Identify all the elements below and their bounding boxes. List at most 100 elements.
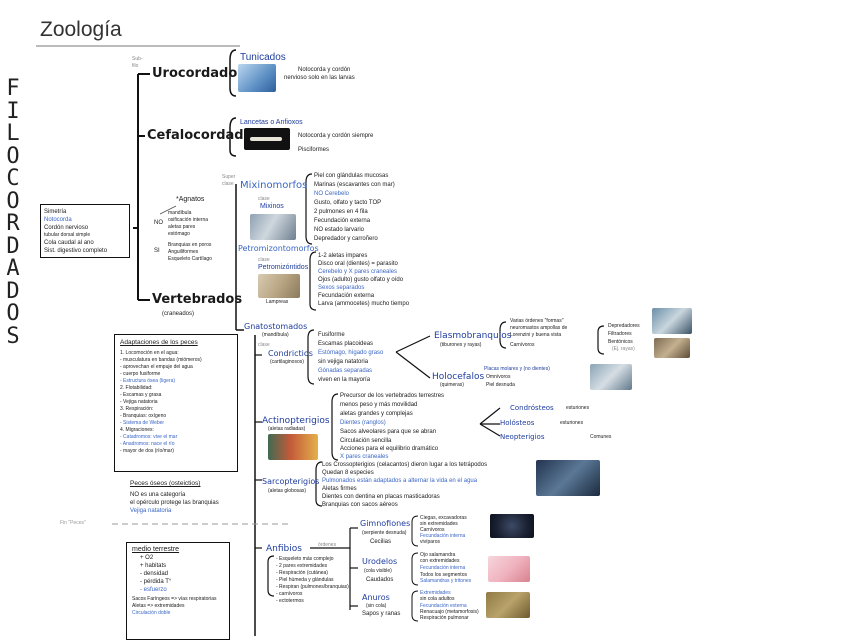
mixinomorfos-note-2: Marinas (escavantes con mar) xyxy=(314,182,395,188)
uro-note-2: con extremidades xyxy=(420,558,460,564)
sarcopterigios-title: Sarcopterigios xyxy=(262,477,320,486)
actinopterigio-photo xyxy=(268,434,318,460)
condrictios-note-6: viven en la mayoría xyxy=(318,377,371,383)
actino-order-note-1: esturiones xyxy=(566,405,590,411)
gnatostomados-title: Gnatostomados xyxy=(244,322,308,331)
adaptaciones-title: Adaptaciones de los peces xyxy=(120,339,198,346)
lancetas-label: Lancetas o Anfioxos xyxy=(240,119,303,126)
adapt-item-15: - mayor de dos (río/mar) xyxy=(120,448,174,454)
adapt-item-8: - Vejiga natatoria xyxy=(120,399,158,405)
condrictios-note-5: Gónadas separadas xyxy=(318,368,373,374)
condrictios-title: Condrictios xyxy=(268,349,313,358)
shark-photo xyxy=(652,308,692,334)
elasmo-extra-3: Bentónicos xyxy=(608,339,633,345)
sarco-note-4: Aletas firmes xyxy=(322,486,357,492)
uro-note-5: Salamandras y tritones xyxy=(420,578,472,584)
side-label: FILO CORDADOS xyxy=(6,76,20,349)
holocefalos-note-1: Placas molares y (no dientes) xyxy=(484,366,550,372)
gimnofiones-alt: Cecilias xyxy=(370,539,392,545)
anu-note-5: Respiración pulmonar xyxy=(420,615,469,621)
mixinomorfos-note-1: Piel con glándulas mucosas xyxy=(314,173,389,179)
no-list-2: osificación interna xyxy=(168,217,209,223)
actino-note-2: menos peso y más movilidad xyxy=(340,402,418,408)
char-3: Cordón nervioso xyxy=(44,225,89,231)
adapt-item-11: - Sistema de Weber xyxy=(120,420,165,426)
characteristics-box: Simetría Notocorda Cordón nervioso tubul… xyxy=(40,204,130,258)
mixinomorfos-note-5: 2 pulmones en 4 fila xyxy=(314,209,368,215)
adapt-item-6: 2. Flotabilidad: xyxy=(120,385,153,391)
char-1: Simetría xyxy=(44,209,67,215)
anfibios-title: Anfibios xyxy=(266,544,302,554)
uro-note-3: Fecundación interna xyxy=(420,565,466,571)
gnatostomados-sub: (mandíbula) xyxy=(262,332,289,338)
actino-order-3: Neopterigios xyxy=(500,433,545,441)
medio-terrestre-box: medio terrestre + O2 + habitats - densid… xyxy=(126,542,230,640)
anfibios-note-2: - 2 pares extremidades xyxy=(276,563,328,569)
anfibios-note-4: - Piel húmeda y glándulas xyxy=(276,577,334,583)
gimno-note-1: Ciegas, excavadoras xyxy=(420,515,467,521)
anfibios-note-6: - carnívoros xyxy=(276,591,303,597)
uro-note-4: Todos los segmentos xyxy=(420,572,467,578)
urodelos-title: Urodelos xyxy=(362,557,398,566)
holocefalos-title: Holocefalos xyxy=(432,372,485,382)
urodelos-sub: (cola visible) xyxy=(364,568,392,574)
sarco-note-3: Pulmonados están adaptados a alternar la… xyxy=(322,478,478,484)
petro-note-6: Fecundación externa xyxy=(318,293,375,299)
lamprea-photo xyxy=(258,274,300,298)
elasmobranquios-title: Elasmobranquios xyxy=(434,331,512,341)
anfibios-note-5: - Respiran (pulmones/branquias) xyxy=(276,584,349,590)
actino-note-6: Circulación sencilla xyxy=(340,438,392,444)
gimnofiones-title: Gimnofiones xyxy=(360,519,411,528)
adaptaciones-box: Adaptaciones de los peces 1. Locomoción … xyxy=(114,334,238,472)
actino-order-note-3: Comunes xyxy=(590,434,612,440)
urocordados-title: Urocordados xyxy=(152,66,245,81)
anfibios-note-7: - ectotermos xyxy=(276,598,304,604)
mixinos-clase-label: clase xyxy=(258,196,270,202)
condrictios-note-1: Fusiforme xyxy=(318,332,345,338)
anuros-title: Anuros xyxy=(362,593,390,602)
condrictios-note-3: Estómago, hígado graso xyxy=(318,350,384,356)
no-list-1: mandíbula xyxy=(168,210,192,216)
no-label: NO xyxy=(154,220,163,226)
tunicados-label: Tunicados xyxy=(240,52,286,63)
char-2: Notocorda xyxy=(44,217,72,223)
anfibios-note-1: - Esqueleto más complejo xyxy=(276,556,334,562)
gimno-note-2: sin extremidades xyxy=(420,521,458,527)
lamprea-caption: Lampreas xyxy=(266,299,289,305)
uro-note-1: Ojo salamandra xyxy=(420,552,456,558)
adapt-item-14: - Anadromos: nace el río xyxy=(120,441,175,447)
anu-note-2: sin cola adultos xyxy=(420,596,455,602)
cefalocordados-title: Cefalocordados xyxy=(147,128,261,143)
sarco-note-6: Branquias con sacos aéreos xyxy=(322,502,398,508)
actinopterigios-sub: (aletas radiadas) xyxy=(268,426,306,432)
si-list-2: Anguiliformes xyxy=(168,249,199,255)
adapt-item-12: 4. Migraciones: xyxy=(120,427,154,433)
adapt-item-2: - musculatura en bandas (miómeros) xyxy=(120,357,202,363)
mixinomorfos-note-4: Gusto, olfato y tacto TOP xyxy=(314,200,382,206)
fin-peces-label: Fin "Peces" xyxy=(60,520,86,526)
actino-order-2: Holósteos xyxy=(500,419,535,427)
petro-note-5: Sexos separados xyxy=(318,285,365,291)
condrictios-note-2: Escamas placoideas xyxy=(318,341,374,347)
holocefalos-sub: (quimeras) xyxy=(440,382,464,388)
no-list-3: aletas pares xyxy=(168,224,196,230)
char-6: Sist. digestivo completo xyxy=(44,248,108,254)
peces-oseos-item-1: NO es una categoría xyxy=(130,492,186,498)
sapo-photo xyxy=(486,592,530,618)
petro-note-7: Larva (ammocetes) mucho tiempo xyxy=(318,301,410,307)
petromizontidos-clase-label: clase xyxy=(258,257,270,263)
actino-note-1: Precursor de los vertebrados terrestres xyxy=(340,393,445,399)
sarco-note-5: Dientes con dentina en placas masticador… xyxy=(322,494,440,500)
anfibios-ordenes-label: órdenes xyxy=(318,542,337,548)
elasmo-note-2: neuromastos ampollas de xyxy=(510,325,568,331)
peces-oseos-item-3: Vejiga natatoria xyxy=(130,508,172,514)
petro-note-2: Disco oral (dientes) = parasito xyxy=(318,261,398,267)
elasmo-note-4: Carnívoros xyxy=(510,342,535,348)
vertebrados-title: Vertebrados xyxy=(152,292,243,307)
adapt-item-9: 3. Respiración: xyxy=(120,406,154,412)
agnatos-label: *Agnatos xyxy=(176,196,205,203)
urocordados-note-1: Notocorda y cordón xyxy=(298,67,351,73)
actino-note-5: Sacos alveolares para que se abran xyxy=(340,429,437,435)
actino-note-7: Acciones para el equilibrio dramático xyxy=(340,446,439,452)
